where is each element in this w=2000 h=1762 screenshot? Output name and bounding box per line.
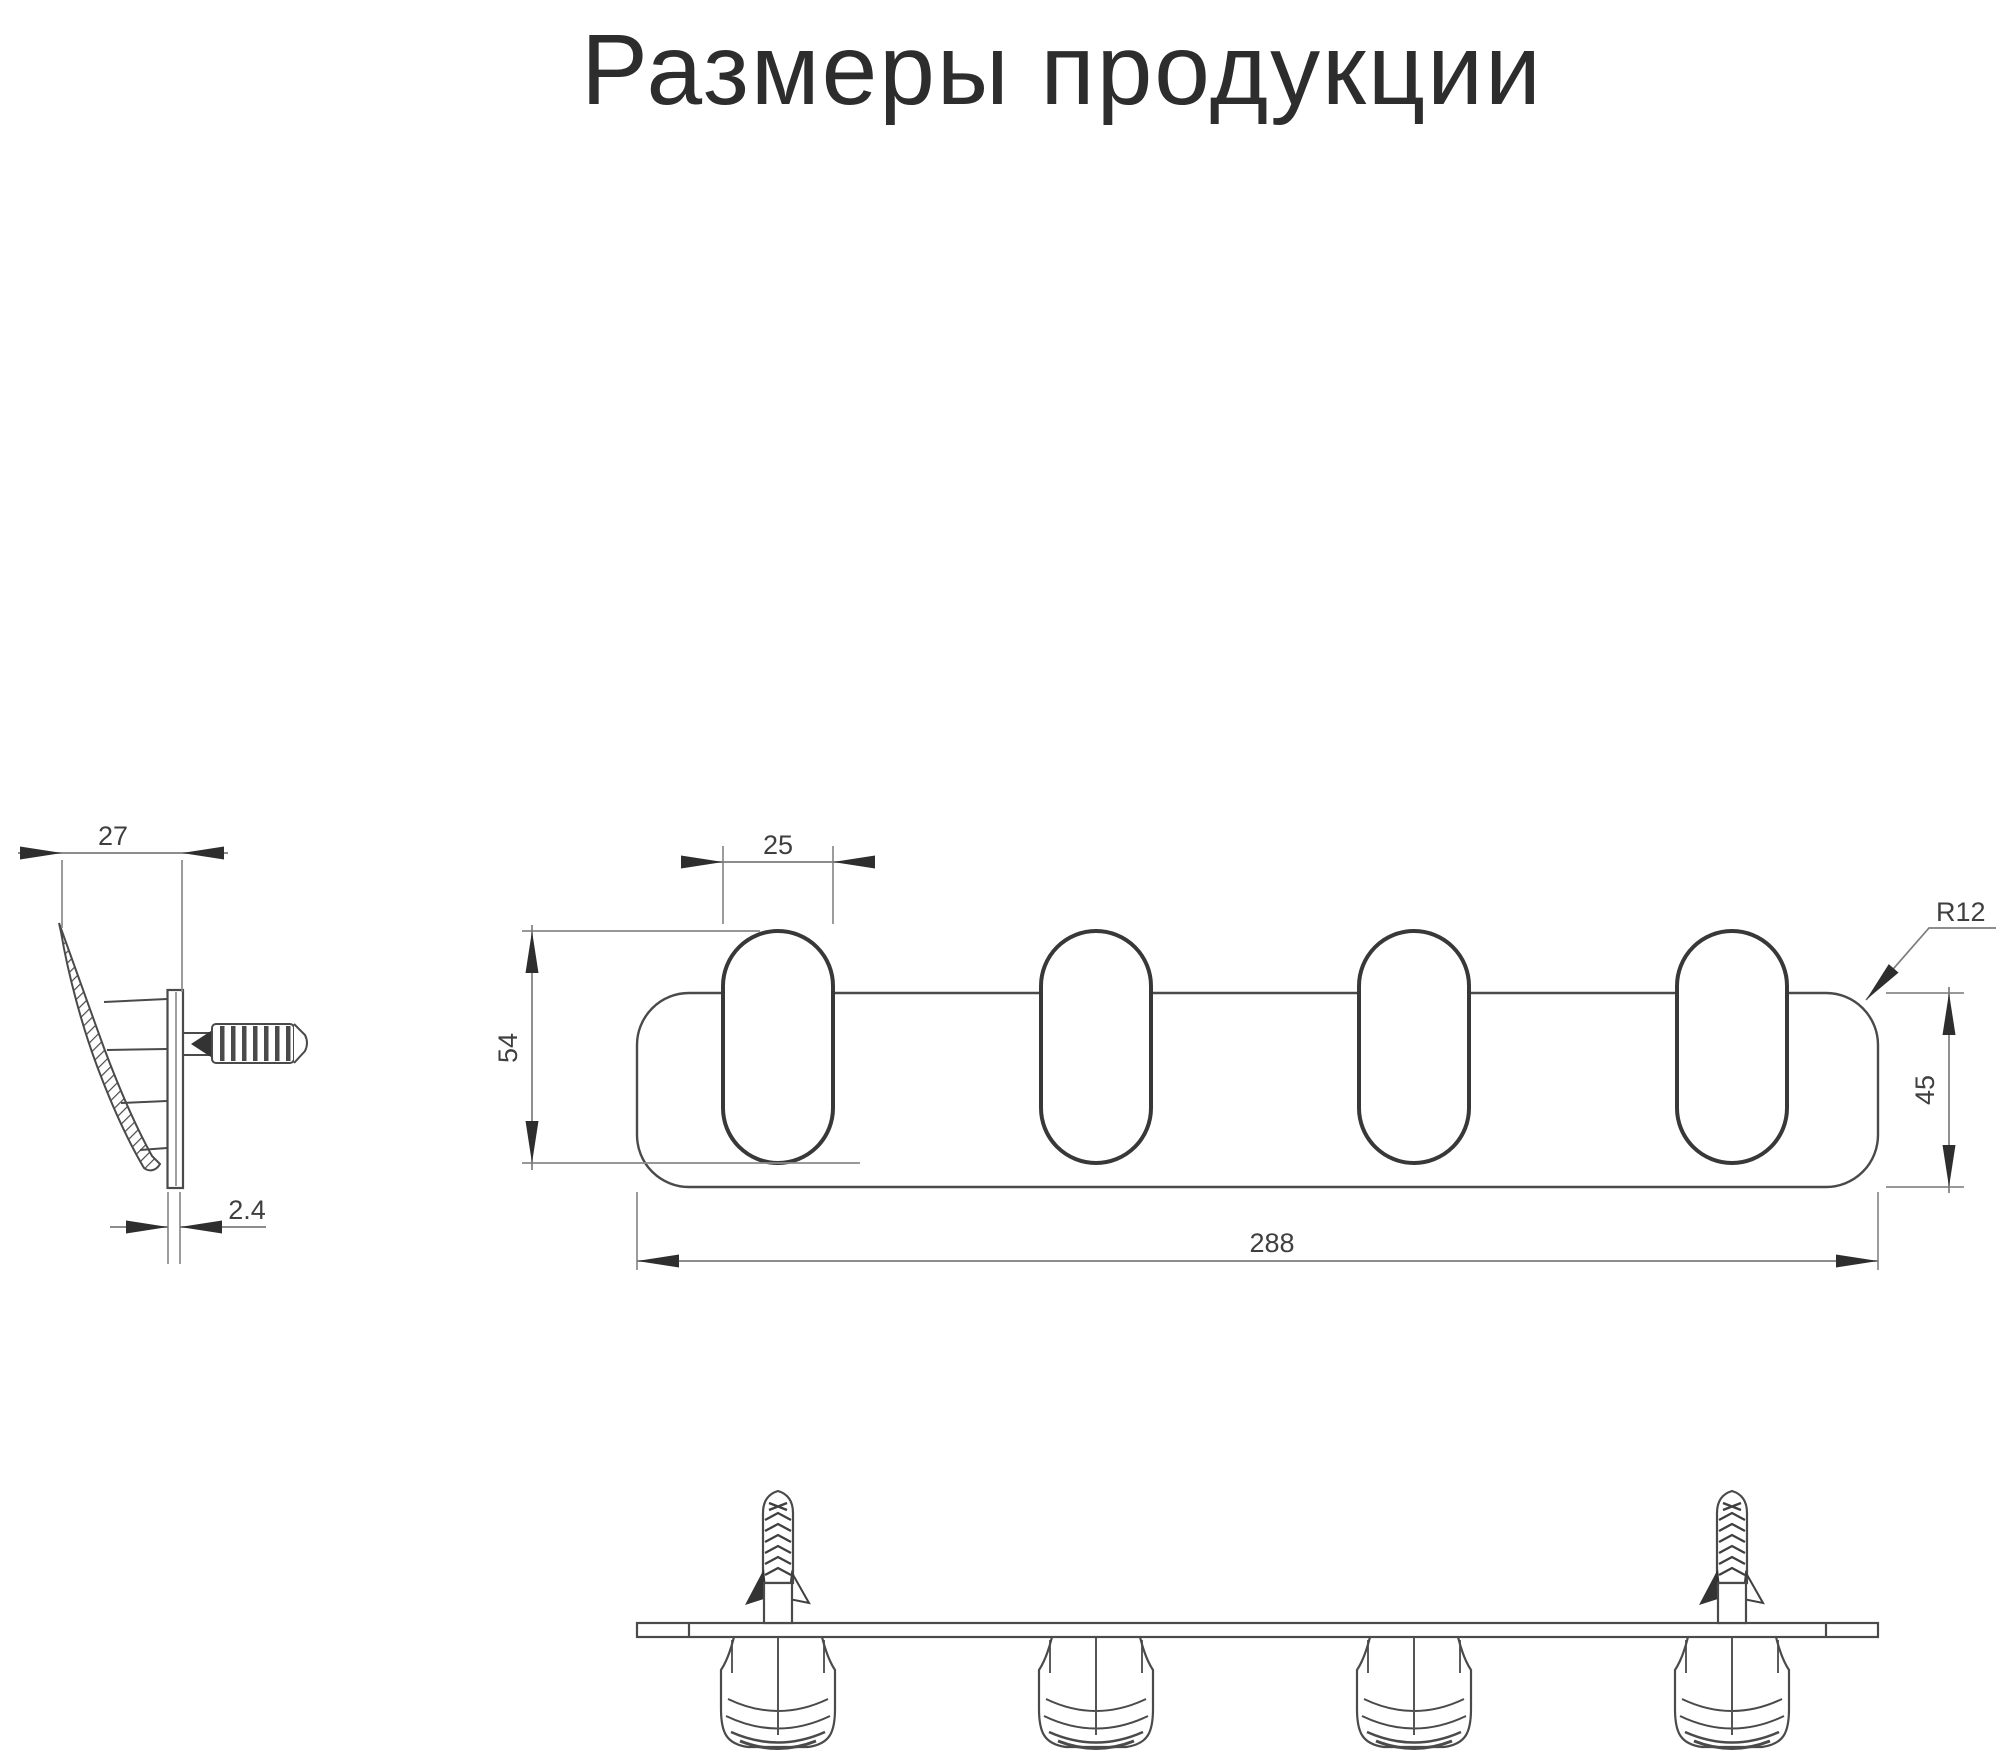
dimension-plate-thickness: 2.4 [110, 1192, 266, 1264]
bottom-plate-bar [635, 1621, 1880, 1639]
front-hook-3 [1357, 929, 1471, 1165]
front-hook-2 [1039, 929, 1153, 1165]
bottom-hook-4 [1673, 1635, 1791, 1750]
bottom-anchor-1 [743, 1489, 811, 1625]
bottom-view [635, 1489, 1880, 1750]
side-view: 27 2.4 [18, 821, 308, 1264]
radius-callout-value: R12 [1936, 897, 1986, 927]
dimension-hook-width-value: 25 [763, 830, 793, 860]
front-plate [635, 991, 1880, 1189]
dimension-plate-length: 288 [636, 1192, 1879, 1270]
front-hook-4 [1675, 929, 1789, 1165]
bottom-anchor-2 [1697, 1489, 1765, 1625]
bottom-hook-1 [719, 1635, 837, 1750]
side-hook-arm [58, 922, 162, 1172]
dimension-hook-height-value: 54 [493, 1033, 523, 1063]
side-screw-anchor [183, 1023, 308, 1064]
front-hook-1 [721, 929, 835, 1165]
bottom-hook-2 [1037, 1635, 1155, 1750]
radius-callout: R12 [1861, 897, 1996, 1005]
side-wall-plate [166, 988, 185, 1190]
page-title: Размеры продукции [581, 14, 1543, 126]
dimension-plate-thickness-value: 2.4 [228, 1195, 266, 1225]
dimension-hook-height: 54 [493, 925, 860, 1170]
dimension-depth-value: 27 [98, 821, 128, 851]
dimension-depth: 27 [18, 821, 228, 992]
side-hook-base-lines [103, 998, 168, 1151]
front-view: 25 54 45 [493, 830, 1996, 1270]
dimension-plate-length-value: 288 [1249, 1228, 1294, 1258]
dimension-plate-height-value: 45 [1910, 1075, 1940, 1105]
dimension-plate-height: 45 [1886, 987, 1964, 1193]
dimension-hook-width: 25 [681, 830, 875, 924]
bottom-hook-3 [1355, 1635, 1473, 1750]
